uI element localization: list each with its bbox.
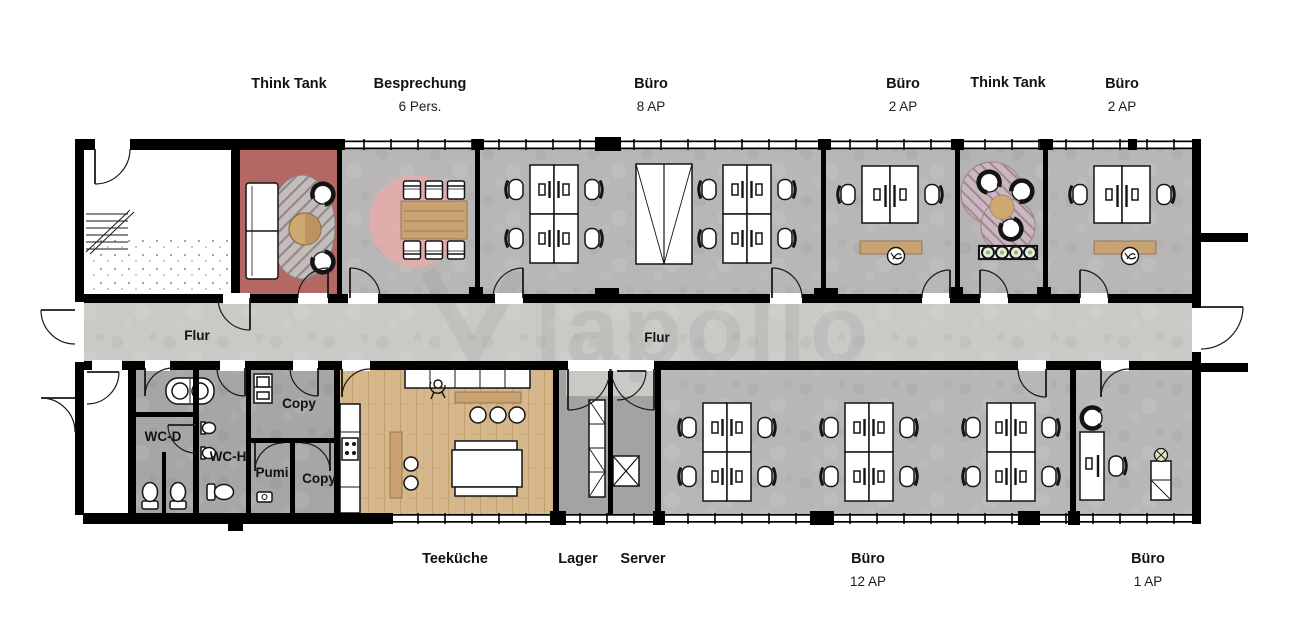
cabinet-plant-icon — [1150, 447, 1172, 501]
label-flur-west: Flur — [184, 328, 210, 343]
toilet-icon — [141, 481, 159, 510]
door-arc — [1100, 368, 1130, 398]
door-arc — [289, 367, 319, 397]
door-arc — [1079, 269, 1109, 299]
sofa-icon — [245, 182, 279, 280]
label-buero-12ap-capacity: 12 AP — [850, 574, 886, 589]
door-arc — [341, 368, 371, 398]
double-sink-icon — [165, 377, 215, 405]
dining-table-icon — [451, 440, 523, 497]
door-arc — [40, 397, 76, 433]
label-wc-d: WC-D — [145, 429, 182, 444]
stool-icon — [403, 456, 419, 472]
door-arc — [921, 269, 951, 299]
toilet-icon — [169, 481, 187, 510]
buero-1ap-furniture — [1079, 408, 1172, 501]
bar-counter-icon — [389, 431, 403, 499]
label-buero-1ap: Büro — [1131, 551, 1165, 567]
labels: Think Tank Besprechung 6 Pers. Büro 8 AP… — [145, 75, 1165, 589]
label-buero-8ap-capacity: 8 AP — [637, 99, 666, 114]
door-arc — [301, 442, 331, 472]
side-table-icon — [989, 194, 1015, 220]
door-arc — [297, 267, 329, 299]
door-arc — [1017, 368, 1047, 398]
label-pumi: Pumi — [255, 465, 288, 480]
label-server: Server — [620, 551, 666, 567]
copier-icon — [253, 373, 273, 404]
label-buero-12ap: Büro — [851, 551, 885, 567]
server-rack-icon — [612, 455, 640, 487]
label-buero-1ap-capacity: 1 AP — [1134, 574, 1163, 589]
label-teekueche: Teeküche — [422, 551, 488, 567]
besprechung-furniture — [369, 175, 468, 267]
door-arc — [567, 368, 611, 411]
label-lager: Lager — [558, 551, 598, 567]
room-teekueche — [336, 368, 555, 515]
door-swings — [40, 148, 1244, 472]
label-buero-2ap-ost: Büro — [1105, 76, 1139, 92]
think-tank-2-furniture — [960, 161, 1039, 261]
round-table-icon — [288, 212, 322, 246]
door-openings — [75, 138, 1201, 371]
wardrobe-icon — [635, 163, 693, 265]
door-arc — [616, 370, 647, 401]
door-arc — [94, 148, 131, 185]
counter-top-icon — [404, 368, 531, 389]
door-arc — [492, 267, 524, 299]
label-wc-h: WC-H — [210, 449, 247, 464]
kitchen-counter-icon — [339, 403, 361, 514]
label-buero-2ap-west-capacity: 2 AP — [889, 99, 918, 114]
door-arc — [40, 309, 76, 345]
door-arc — [216, 367, 246, 397]
think-tank-1-furniture — [245, 174, 337, 280]
door-arc — [1200, 306, 1244, 350]
label-besprechung: Besprechung — [374, 76, 467, 92]
stool-icon — [508, 406, 526, 424]
door-arc — [167, 424, 197, 454]
door-arc — [254, 442, 284, 472]
door-arc — [217, 297, 251, 331]
door-arc — [771, 267, 803, 299]
room-vestibule — [83, 368, 130, 515]
small-sink-icon — [256, 491, 273, 503]
label-buero-8ap: Büro — [634, 76, 668, 92]
toilet-icon — [206, 483, 235, 501]
door-arc — [144, 367, 174, 397]
storage-cabinet-icon — [588, 399, 606, 498]
meeting-table-icon — [400, 200, 468, 240]
teekueche-furniture — [339, 368, 531, 514]
door-arc — [349, 267, 381, 299]
furniture — [85, 161, 1174, 514]
person-icon — [429, 379, 446, 400]
label-flur-ost: Flur — [644, 330, 670, 345]
stool-icon — [489, 406, 507, 424]
door-arc — [979, 269, 1009, 299]
stool-icon — [469, 406, 487, 424]
staircase-icon — [85, 209, 228, 298]
door-arc — [610, 368, 655, 411]
stool-icon — [403, 475, 419, 491]
label-copy-sued: Copy — [302, 471, 336, 486]
label-besprechung-capacity: 6 Pers. — [399, 99, 442, 114]
label-buero-2ap-west: Büro — [886, 76, 920, 92]
wc-fixtures — [141, 373, 273, 510]
bench-icon — [977, 244, 1039, 261]
wall-toilet-icon — [200, 421, 217, 435]
label-think-tank-1: Think Tank — [251, 76, 327, 92]
door-arc — [86, 371, 120, 405]
label-copy-nord: Copy — [282, 396, 316, 411]
shelf-icon — [454, 391, 522, 404]
label-buero-2ap-ost-capacity: 2 AP — [1108, 99, 1137, 114]
label-think-tank-2: Think Tank — [970, 75, 1046, 91]
